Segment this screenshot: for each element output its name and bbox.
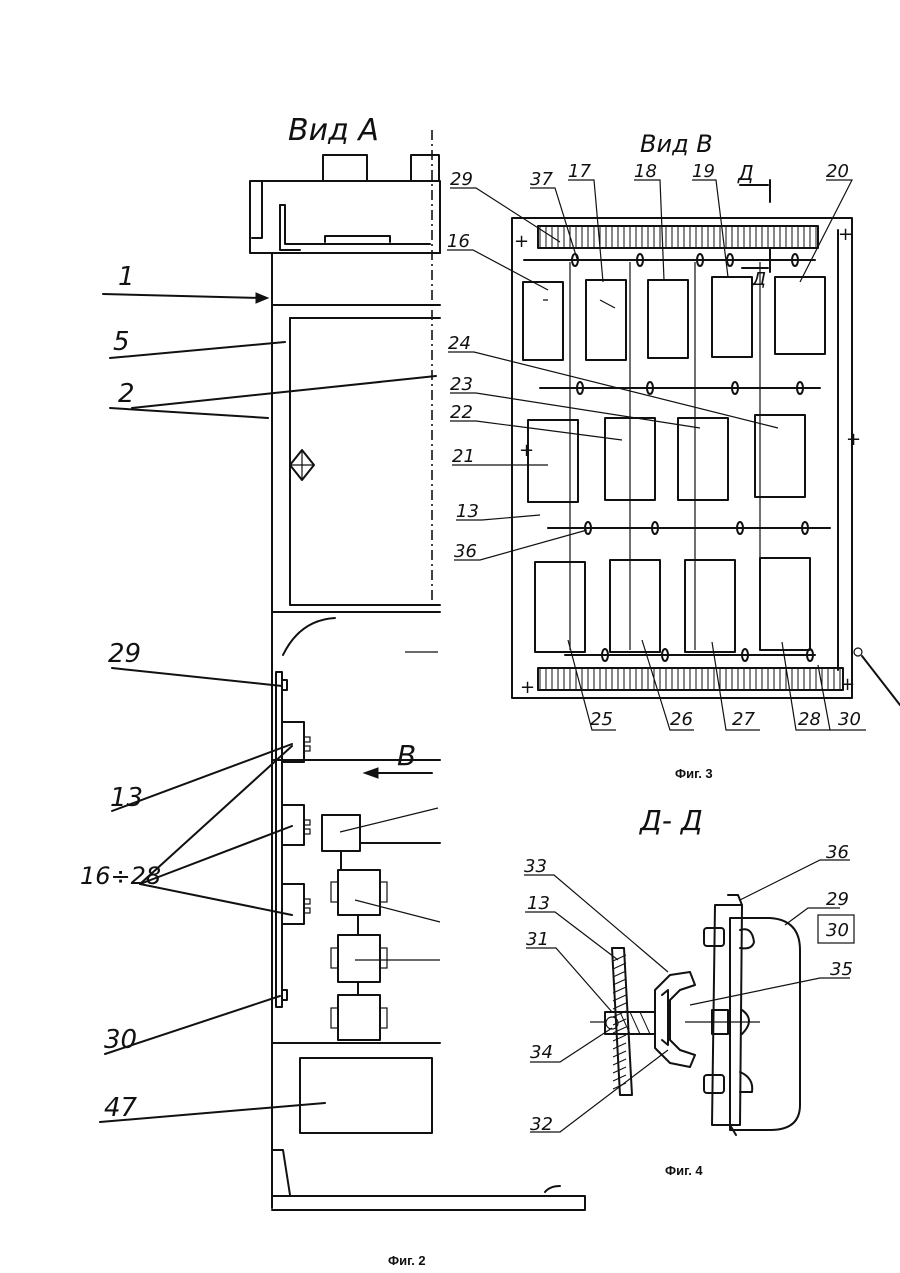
view-b-title: Вид В [640,130,713,158]
section-title: Д- Д [638,804,703,837]
callout-36: 36 [826,842,849,863]
callout-13: 13 [456,501,479,522]
callout-17: 17 [568,161,591,182]
callout-33: 33 [524,856,547,877]
callout-27: 27 [732,709,755,730]
callout-21: 21 [452,446,475,467]
plus-mark: + [840,674,855,695]
callout-19: 19 [692,161,715,182]
relay-side-2 [282,805,310,845]
arrow-d-label: Д [751,269,766,290]
callout-34: 34 [530,1042,553,1063]
callout-36: 36 [454,541,477,562]
callout-29: 29 [108,639,141,669]
callout-30: 30 [826,920,849,941]
arrow-d-label: Д [737,161,754,185]
callout-26: 26 [670,709,693,730]
callout-35: 35 [830,959,853,980]
callout-23: 23 [450,374,473,395]
callout-24: 24 [448,333,471,354]
relay-side-3 [282,884,310,924]
callout-18: 18 [634,161,657,182]
plus-mark: + [519,440,534,461]
view-a-title: Вид А [288,113,379,148]
callout-20: 20 [826,161,849,182]
caption-fig4: Фиг. 4 [665,1163,703,1178]
callout-30: 30 [104,1025,137,1055]
plus-mark: + [520,677,535,698]
relay-side-1 [282,722,310,762]
plus-mark: + [846,429,861,450]
callout-28: 28 [798,709,821,730]
figure-captions: Фиг. 2 Фиг. 3 Фиг. 4 [388,766,713,1268]
callout-16-28: 16÷28 [80,862,161,890]
callout-1: 1 [118,262,135,292]
plus-mark: + [514,231,529,252]
callout-25: 25 [590,709,613,730]
caption-fig3: Фиг. 3 [675,766,713,781]
fig2-callouts: 1 5 2 29 13 16÷28 30 47 [80,262,161,1123]
fig3-mounting-panel: + + + + + + [447,180,900,730]
callout-22: 22 [450,402,473,423]
callout-30: 30 [838,709,861,730]
fig4-section-view [524,860,854,1135]
box-47 [300,1058,432,1133]
callout-5: 5 [113,327,130,357]
callout-37: 37 [530,169,553,190]
callout-47: 47 [104,1093,138,1123]
callout-13: 13 [527,893,550,914]
callout-29: 29 [826,889,849,910]
caption-fig2: Фиг. 2 [388,1253,426,1268]
callout-31: 31 [526,929,549,950]
plus-mark: + [838,224,853,245]
arrow-b-label: В [397,739,416,772]
callout-16: 16 [447,231,470,252]
callout-32: 32 [530,1114,553,1135]
callout-2: 2 [118,379,135,409]
callout-29: 29 [450,169,473,190]
fig4-callouts: 33 13 31 34 32 36 29 30 35 [524,842,853,1135]
callout-13: 13 [110,783,143,813]
